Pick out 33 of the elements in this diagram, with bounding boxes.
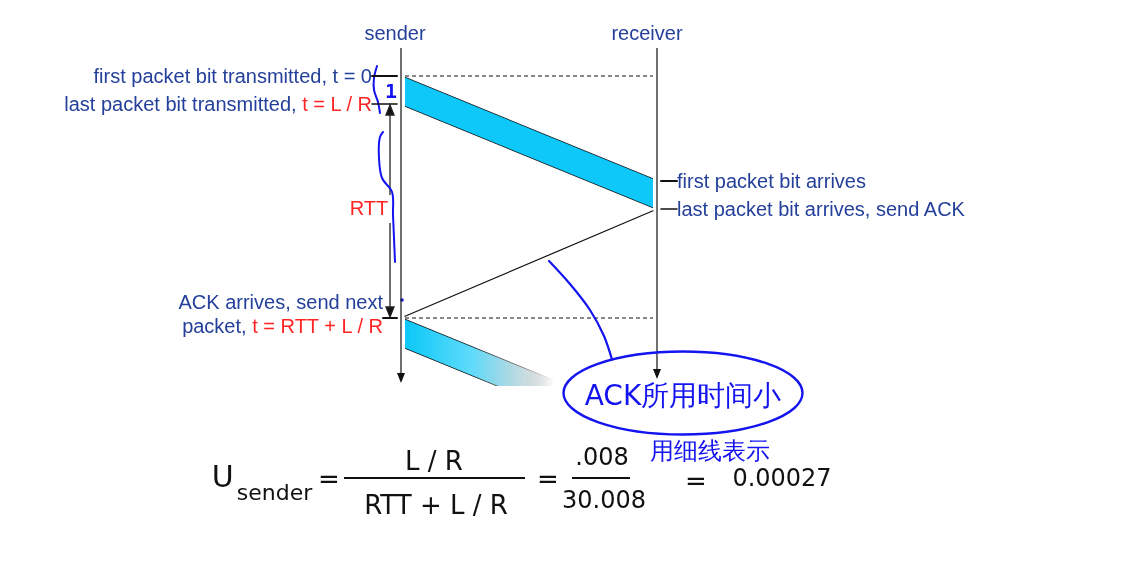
event-annotation: ACK arrives, send next packet, t = RTT + L / R bbox=[125, 290, 383, 338]
math-symbol: U$_{sender}$ bbox=[211, 460, 313, 504]
equals-sign: = bbox=[537, 464, 559, 494]
timeline-arrow bbox=[653, 48, 661, 379]
dashed-line bbox=[404, 75, 654, 77]
result-value: 0.00027 bbox=[732, 464, 832, 492]
handwritten-number: 1 bbox=[385, 80, 397, 102]
event-annotation: last packet bit arrives, send ACK bbox=[677, 197, 965, 221]
handwritten-leader-line bbox=[547, 259, 614, 361]
handwritten-note: ACK所用时间小 bbox=[584, 382, 782, 410]
leader-line bbox=[660, 208, 678, 210]
denominator: 30.008 bbox=[562, 486, 646, 514]
equals-sign: = bbox=[318, 464, 340, 494]
leader-line bbox=[660, 180, 678, 182]
dimension-label: RTT bbox=[349, 197, 389, 219]
timeline-arrow bbox=[397, 48, 405, 383]
numerator: .008 bbox=[575, 443, 629, 471]
timeline-label: sender bbox=[364, 22, 426, 44]
leader-line bbox=[382, 317, 398, 319]
equals-sign: = bbox=[685, 466, 707, 496]
leader-line bbox=[371, 103, 398, 105]
leader-line bbox=[371, 75, 398, 77]
packet-band bbox=[405, 78, 653, 207]
numerator: L / R bbox=[405, 446, 463, 476]
event-annotation: last packet bit transmitted, t = L / R bbox=[64, 92, 372, 116]
ack-line bbox=[404, 210, 654, 317]
dashed-line bbox=[404, 317, 654, 319]
timeline-label: receiver bbox=[611, 22, 683, 44]
note-ellipse bbox=[562, 350, 804, 436]
denominator: RTT + L / R bbox=[364, 490, 508, 520]
event-annotation: first packet bit transmitted, t = 0 bbox=[93, 64, 372, 88]
event-annotation: first packet bit arrives bbox=[677, 169, 866, 193]
handwritten-note: 用细线表示 bbox=[650, 438, 770, 465]
